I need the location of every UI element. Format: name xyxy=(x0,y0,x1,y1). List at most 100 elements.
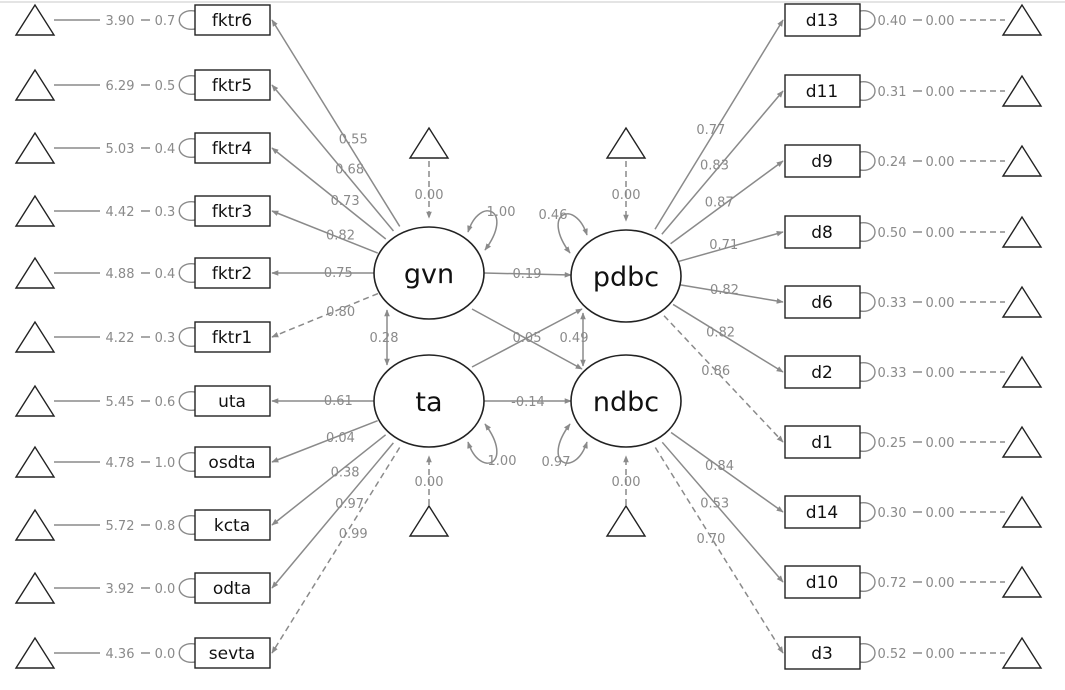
indicator-box xyxy=(194,385,271,417)
loading-label: 0.61 xyxy=(324,394,353,409)
loading-label: 0.87 xyxy=(705,196,734,211)
loading-arrow xyxy=(678,231,784,263)
loading-label: 0.86 xyxy=(701,364,730,379)
loading-label: 0.77 xyxy=(696,123,725,138)
residual-label: 0.5 xyxy=(155,79,176,94)
intercept-triangle xyxy=(1001,3,1043,36)
nodes-layer: fktr6fktr5fktr4fktr3fktr2fktr1utaosdtakc… xyxy=(14,3,1043,670)
intercept-triangle xyxy=(1001,215,1043,248)
loading-arrow xyxy=(271,420,378,463)
residual-label: 0.8 xyxy=(155,519,176,534)
variance-label: 0.46 xyxy=(539,208,568,223)
indicator-name: fktr6 xyxy=(212,11,252,31)
path-label: 0.19 xyxy=(513,267,542,282)
residual-label: 0.72 xyxy=(878,576,907,591)
indicator-name: kcta xyxy=(214,516,250,536)
latent-label-pdbc: pdbc xyxy=(593,262,659,293)
latent-ndbc xyxy=(570,354,682,448)
indicator-box xyxy=(194,195,271,227)
intercept-triangle xyxy=(14,571,56,604)
loading-label: 0.83 xyxy=(700,158,729,173)
latent-intercept-triangle xyxy=(605,504,647,537)
residual-loop xyxy=(859,643,876,663)
loading-arrow xyxy=(271,447,401,654)
loading-arrow xyxy=(271,292,379,338)
residual-loop xyxy=(859,292,876,312)
residual-loop xyxy=(859,362,876,382)
loading-label: 0.82 xyxy=(706,326,735,341)
intercept-triangle xyxy=(14,636,56,669)
latent-gvn xyxy=(373,226,485,320)
edges-layer xyxy=(54,10,1005,663)
indicator-name: osdta xyxy=(208,453,255,473)
intercept-label: 5.72 xyxy=(106,519,135,534)
indicator-box xyxy=(784,636,861,670)
intercept-label: 4.78 xyxy=(106,456,135,471)
loading-label: 0.73 xyxy=(331,194,360,209)
intercept-triangle xyxy=(1001,425,1043,458)
variance-label: 0.97 xyxy=(542,455,571,470)
residual-loop xyxy=(859,151,876,171)
intercept-label: 0.00 xyxy=(926,576,955,591)
intercept-label: 0.00 xyxy=(926,506,955,521)
loading-arrow xyxy=(654,447,784,654)
indicator-box xyxy=(784,74,861,108)
residual-label: 0.50 xyxy=(878,226,907,241)
loading-label: 0.97 xyxy=(335,497,364,512)
residual-label: 0.6 xyxy=(155,395,176,410)
intercept-label: 4.36 xyxy=(106,647,135,662)
residual-loop xyxy=(859,572,876,592)
intercept-triangle xyxy=(1001,565,1043,598)
intercept-label: 0.00 xyxy=(926,436,955,451)
loading-arrow xyxy=(672,303,784,373)
loading-arrow xyxy=(670,160,784,245)
intercept-label: 0.00 xyxy=(926,14,955,29)
indicator-box xyxy=(784,495,861,529)
indicator-name: d11 xyxy=(806,82,838,102)
indicator-box xyxy=(784,565,861,599)
residual-label: 0.30 xyxy=(878,506,907,521)
indicator-name: d1 xyxy=(811,433,833,453)
intercept-label: 6.29 xyxy=(106,79,135,94)
indicator-box xyxy=(194,637,271,669)
indicator-name: d14 xyxy=(806,503,838,523)
indicator-name: fktr4 xyxy=(212,139,252,159)
intercept-label: 3.90 xyxy=(106,14,135,29)
intercept-triangle xyxy=(14,68,56,101)
indicator-box xyxy=(194,257,271,289)
loading-arrow xyxy=(271,84,395,232)
variance-loop-ndbc xyxy=(557,423,588,464)
loading-arrow xyxy=(271,210,379,254)
residual-label: 0.0 xyxy=(155,582,176,597)
loading-label: 0.04 xyxy=(326,431,355,446)
intercept-triangle xyxy=(1001,74,1043,107)
loading-arrow xyxy=(663,315,784,443)
intercept-label: 0.00 xyxy=(926,155,955,170)
loading-arrow xyxy=(271,434,387,526)
intercept-label: 4.42 xyxy=(106,205,135,220)
intercept-triangle xyxy=(14,320,56,353)
loading-arrow xyxy=(680,284,784,304)
loading-label: 0.84 xyxy=(705,459,734,474)
intercept-label: 5.03 xyxy=(106,142,135,157)
residual-loop xyxy=(178,452,196,472)
indicator-box xyxy=(784,425,861,459)
intercept-label: 4.22 xyxy=(106,331,135,346)
indicator-box xyxy=(784,285,861,319)
residual-label: 0.3 xyxy=(155,205,176,220)
indicator-box xyxy=(194,572,271,604)
cov-label: 0.49 xyxy=(560,331,589,346)
intercept-label: 0.00 xyxy=(926,296,955,311)
loading-arrow xyxy=(661,441,784,583)
latent-label-ndbc: ndbc xyxy=(593,387,659,418)
loading-label: 0.70 xyxy=(697,532,726,547)
indicator-name: d8 xyxy=(811,223,833,243)
residual-label: 0.33 xyxy=(878,296,907,311)
indicator-name: odta xyxy=(213,579,251,599)
latent-label-gvn: gvn xyxy=(404,259,454,290)
intercept-label: 0.00 xyxy=(926,226,955,241)
residual-label: 0.4 xyxy=(155,267,176,282)
indicator-name: sevta xyxy=(209,644,255,664)
